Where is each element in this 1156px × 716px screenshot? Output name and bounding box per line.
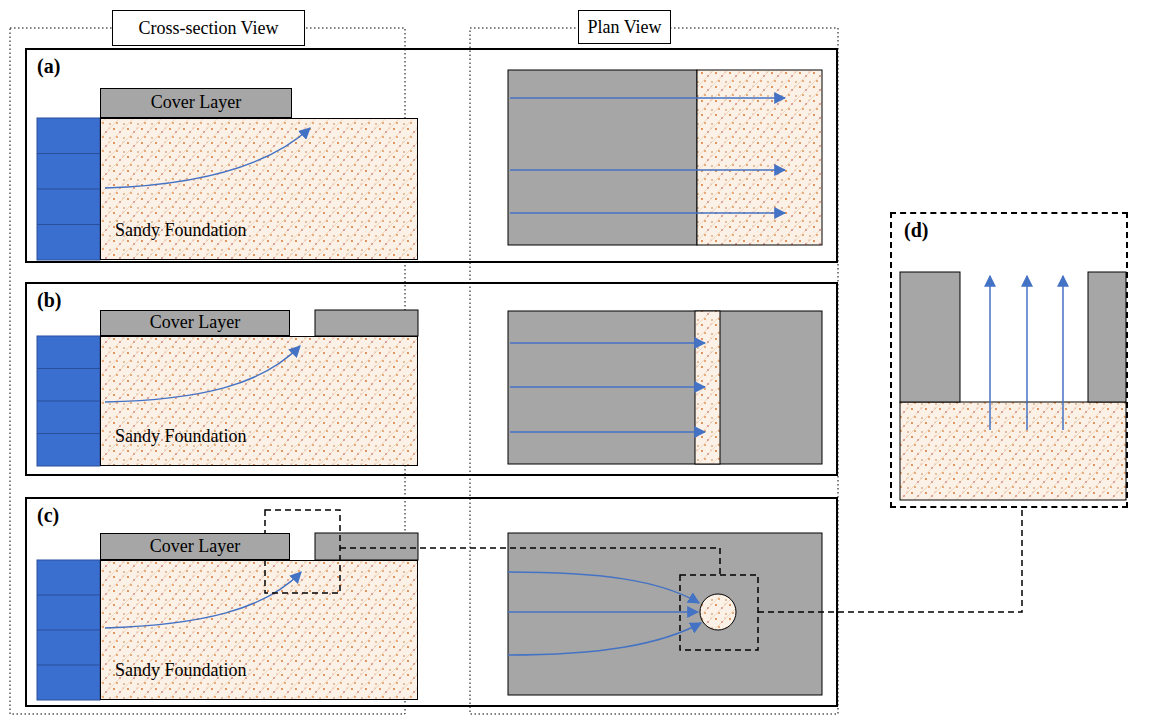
- flow-arrow: [510, 342, 705, 344]
- water-wall: [37, 560, 100, 700]
- flow-arrows: [990, 276, 1063, 430]
- flow-arrow: [510, 169, 785, 171]
- flow-arrows: [510, 98, 785, 213]
- leader-line: [340, 548, 720, 575]
- flow-arrow: [1026, 276, 1028, 430]
- panel-label: (d): [904, 218, 1114, 242]
- box-label: Cross-section View: [138, 18, 278, 39]
- sandy-foundation: Sandy Foundation: [100, 560, 418, 700]
- leader-line: [758, 508, 1022, 612]
- wall-joint: [37, 368, 100, 369]
- cover-layer: Cover Layer: [100, 88, 292, 118]
- view-heading: Cross-section View: [112, 10, 305, 46]
- wall-joints: [37, 154, 100, 225]
- water-wall: [37, 118, 100, 260]
- panel-label: (b): [37, 288, 826, 312]
- cover-layer: Cover Layer: [100, 533, 290, 560]
- flow-arrows: [510, 343, 705, 432]
- box-label: Sandy Foundation: [115, 220, 417, 241]
- wall-joint: [37, 433, 100, 434]
- figure-panel: (a) Cover LayerSandy Foundation: [25, 48, 838, 263]
- figure-panel: (b)Cover LayerSandy Foundation: [25, 282, 838, 476]
- seepage-arrow: [105, 572, 301, 628]
- view-frame: [470, 28, 838, 714]
- water-wall: [37, 336, 100, 466]
- flow-arrow: [510, 212, 785, 214]
- flow-arrow: [508, 572, 699, 603]
- flow-arrow: [989, 276, 991, 430]
- sand-plan: [697, 70, 822, 245]
- flow-arrow: [1062, 276, 1064, 430]
- sand-fill: [100, 560, 418, 700]
- cover-layer-piece: [1088, 272, 1126, 402]
- cover-layer-piece: [315, 310, 418, 336]
- wall-joint: [37, 224, 100, 225]
- sandy-foundation: Sandy Foundation: [100, 118, 418, 260]
- wall-joints: [37, 595, 100, 665]
- wall-joint: [37, 595, 100, 596]
- flow-arrow: [510, 386, 705, 388]
- box-label: Cover Layer: [150, 313, 240, 333]
- flow-arrow: [508, 611, 698, 613]
- box-label: Sandy Foundation: [115, 426, 417, 447]
- sand-fill: [100, 336, 418, 466]
- wall-joint: [37, 189, 100, 190]
- detail-frame: [680, 575, 758, 650]
- wall-joint: [37, 401, 100, 402]
- wall-joint: [37, 665, 100, 666]
- panel-label: (c): [37, 503, 826, 527]
- cover-plan: [508, 533, 822, 695]
- detail-panel: (d): [890, 212, 1128, 508]
- seepage-arrow: [105, 128, 310, 188]
- flow-arrow: [510, 431, 705, 433]
- cover-layer: Cover Layer: [100, 310, 290, 336]
- seepage-arrow: [105, 346, 300, 402]
- cover-plan: [508, 311, 822, 464]
- box-label: Plan View: [587, 17, 661, 38]
- flow-arrow: [508, 623, 701, 655]
- flow-arrow: [510, 97, 785, 99]
- wall-joints: [37, 369, 100, 434]
- wall-joint: [37, 630, 100, 631]
- box-label: Cover Layer: [151, 93, 241, 113]
- cover-layer-piece: [315, 533, 418, 560]
- sand-fill: [100, 118, 418, 260]
- sandy-foundation: Sandy Foundation: [100, 336, 418, 466]
- cover-layer-piece: [900, 272, 960, 402]
- sand-hole: [700, 594, 736, 630]
- cover-plan: [508, 70, 697, 245]
- box-label: Cover Layer: [150, 537, 240, 557]
- view-heading: Plan View: [578, 10, 671, 44]
- flow-arrows: [508, 572, 701, 655]
- panel-label: (a): [37, 54, 826, 78]
- figure-panel: (c) Cover LayerSandy Foundation: [25, 497, 838, 707]
- wall-joint: [37, 153, 100, 154]
- sand-fill: [900, 402, 1126, 500]
- box-label: Sandy Foundation: [115, 660, 417, 681]
